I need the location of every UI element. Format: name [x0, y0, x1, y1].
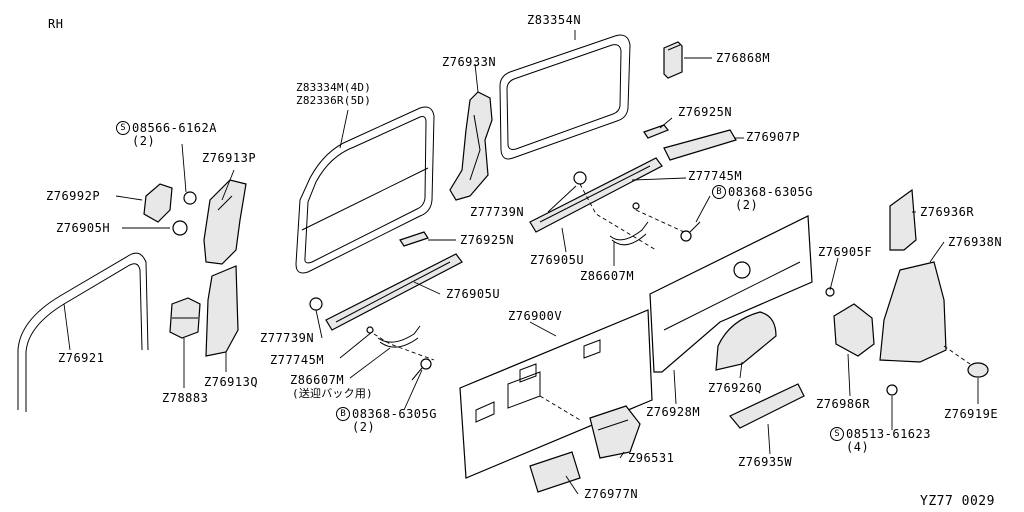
callout-label: Z83354N: [527, 13, 582, 27]
s-type-symbol: S: [116, 121, 130, 135]
callout-label: Z76913P: [202, 151, 257, 165]
callout-note: (送迎バック用): [292, 387, 373, 400]
weatherstrip-long: [17, 252, 149, 412]
foam-block: [169, 297, 201, 339]
callout-label: Z82336R(5D): [296, 94, 372, 107]
lower-strip: [729, 383, 805, 429]
handle-right: [609, 221, 649, 246]
trim-lower-right: [879, 261, 947, 363]
handle-left: [377, 325, 421, 348]
pad: [529, 451, 581, 493]
callout-label: Z76935W: [738, 455, 793, 469]
clip-panel-lower: [205, 265, 239, 357]
armrest: [715, 311, 777, 371]
callout-label: 08368-6305G: [728, 185, 813, 199]
pocket: [589, 405, 641, 459]
small-clip: [663, 41, 683, 79]
strip-upper: [643, 124, 669, 139]
callout-label: Z76938N: [948, 235, 1003, 249]
callout-label: Z76933N: [442, 55, 497, 69]
pillar-trim-upper: [449, 91, 493, 201]
rail-upper-right: [529, 157, 663, 233]
callout-label: Z76986R: [816, 397, 871, 411]
trim-upper-right: [889, 188, 917, 251]
callout-label: Z76928M: [646, 405, 701, 419]
callout-label: Z76925N: [460, 233, 515, 247]
side-label: RH: [48, 17, 64, 31]
clip-panel-upper: [203, 179, 247, 265]
callout-label: Z77739N: [470, 205, 525, 219]
callout-label: 08513-61623: [846, 427, 931, 441]
callout-label: Z78883: [162, 391, 209, 405]
callout-label: Z76900V: [508, 309, 563, 323]
s-type-symbol: S: [830, 427, 844, 441]
callout-label: Z96531: [628, 451, 675, 465]
window-seal-rear: [499, 34, 631, 160]
callout-label: Z76905F: [818, 245, 873, 259]
callout-label: Z76868M: [716, 51, 771, 65]
bolt-left: [411, 358, 432, 381]
callout-quantity: (2): [352, 420, 376, 434]
callout-label: Z86607M: [290, 373, 345, 387]
callout-label: Z76921: [58, 351, 105, 365]
callout-label: 08368-6305G: [352, 407, 437, 421]
callout-label: Z76992P: [46, 189, 101, 203]
callout-label: Z83334M(4D): [296, 81, 372, 94]
callout-label: Z77739N: [260, 331, 315, 345]
callout-label: Z76919E: [944, 407, 999, 421]
callout-quantity: (2): [132, 134, 156, 148]
b-type-symbol: B: [712, 185, 726, 199]
speaker-cover: [825, 287, 898, 396]
board-lower: [459, 309, 653, 479]
main-trim-panel: [649, 215, 813, 373]
callout-label: Z76907P: [746, 130, 801, 144]
bracket: [143, 183, 197, 236]
callout-quantity: (2): [735, 198, 759, 212]
callout-quantity: (4): [846, 440, 870, 454]
callout-label: Z76926Q: [708, 381, 763, 395]
strip-lower: [399, 231, 429, 247]
document-code: YZ77 0029: [920, 494, 995, 509]
callout-label: Z77745M: [270, 353, 325, 367]
button-clip: [943, 345, 989, 378]
callout-label: Z76977N: [584, 487, 639, 501]
rail-lower-left: [309, 253, 463, 334]
callout-label: Z76905U: [446, 287, 501, 301]
callout-label: Z77745M: [688, 169, 743, 183]
strip-rail: [663, 129, 737, 161]
callout-label: Z76936R: [920, 205, 975, 219]
callout-label: Z76905U: [530, 253, 585, 267]
bolt-right: [680, 221, 701, 242]
callout-label: Z76913Q: [204, 375, 259, 389]
callout-label: Z76925N: [678, 105, 733, 119]
callout-label: Z86607M: [580, 269, 635, 283]
callout-label: 08566-6162A: [132, 121, 217, 135]
b-type-symbol: B: [336, 407, 350, 421]
callout-label: Z76905H: [56, 221, 111, 235]
window-seal-middle: [295, 106, 435, 274]
